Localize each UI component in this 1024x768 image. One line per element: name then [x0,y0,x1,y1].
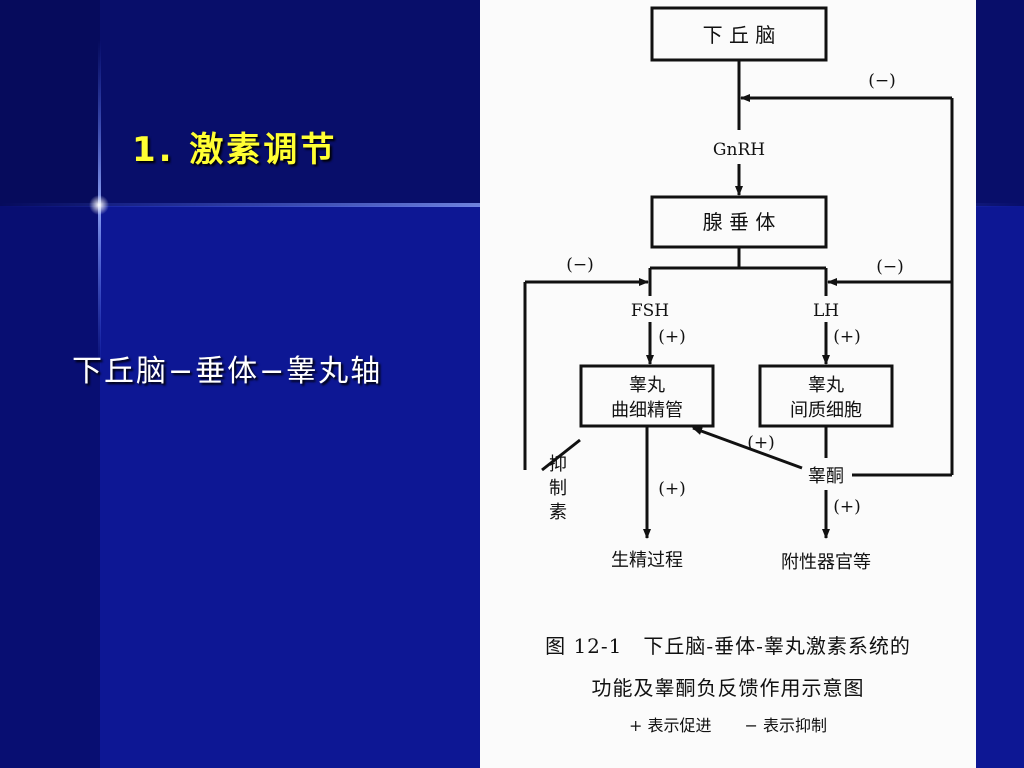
figure-legend: + 表示促进 − 表示抑制 [480,712,976,736]
diagram-panel: 下 丘 脑 腺 垂 体 睾丸 曲细精管 睾丸 间质细胞 生精过程 附性器官等 G… [480,0,976,768]
accessory-organs-label: 附性器官等 [781,552,871,573]
legend-minus: − 表示抑制 [744,716,828,735]
legend-plus: + 表示促进 [628,716,712,735]
negative-effect-right: (−) [876,257,904,277]
inhibin-label-2: 制 [549,478,567,499]
negative-effect-left: (−) [566,255,594,275]
hypothalamus-label: 下 丘 脑 [703,23,776,47]
slide-title: 1. 激素调节 [132,130,338,170]
tubule-label-line2: 曲细精管 [611,400,683,421]
fsh-label: FSH [631,301,669,321]
negative-effect-top: (−) [868,71,896,91]
figure-caption-line2: 功能及睾酮负反馈作用示意图 [591,676,865,700]
sparkle-icon [89,195,109,215]
lh-label: LH [813,301,839,321]
leydig-label-line1: 睾丸 [808,375,844,396]
testosterone-label: 睾酮 [808,466,844,487]
inhibin-label-1: 抑 [549,454,567,475]
positive-effect-fsh: (+) [658,327,686,347]
pituitary-label: 腺 垂 体 [703,210,776,234]
spermatogenesis-label: 生精过程 [611,550,683,571]
positive-effect-accessory: (+) [833,497,861,517]
hpg-axis-diagram: 下 丘 脑 腺 垂 体 睾丸 曲细精管 睾丸 间质细胞 生精过程 附性器官等 G… [523,6,954,573]
positive-effect-lh: (+) [833,327,861,347]
leydig-label-line2: 间质细胞 [790,400,862,421]
inhibin-label-3: 素 [549,502,567,523]
positive-effect-spermatogenesis: (+) [658,479,686,499]
positive-effect-testo-tubule: (+) [747,433,775,453]
tubule-label-line1: 睾丸 [629,375,665,396]
figure-caption-line1: 图 12-1 下丘脑-垂体-睾丸激素系统的 [545,634,911,658]
slide-subtitle: 下丘脑−垂体−睾丸轴 [72,354,383,389]
gnrh-label: GnRH [713,140,765,160]
